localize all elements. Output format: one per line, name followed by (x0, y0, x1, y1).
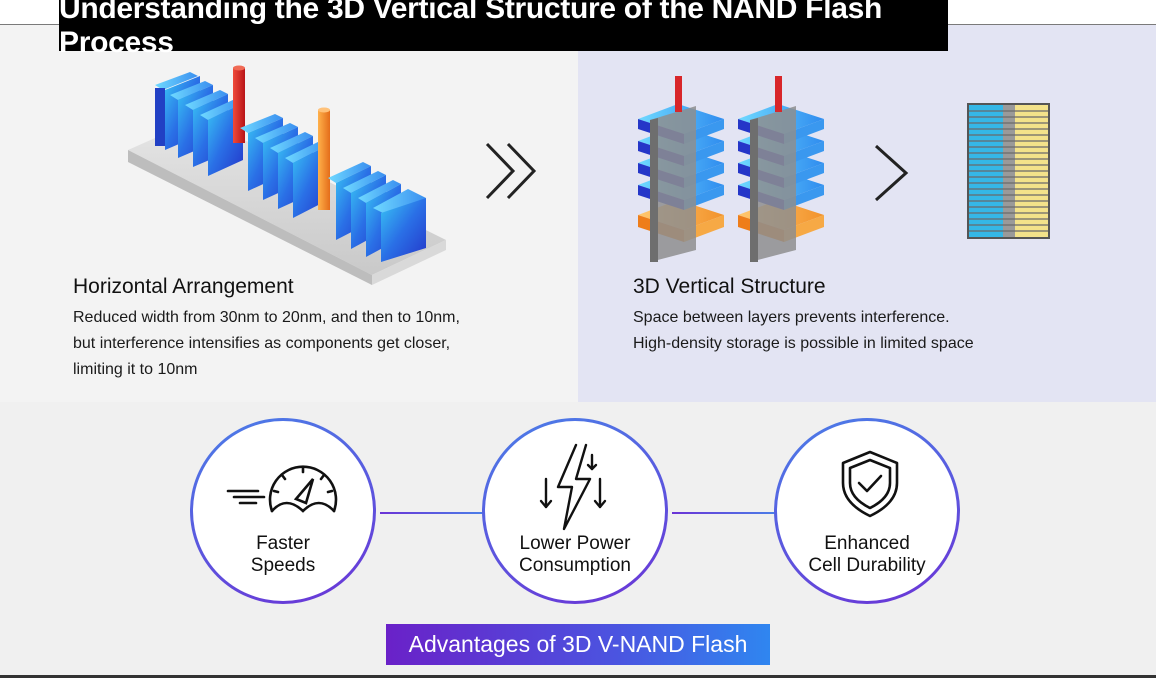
lightning-icon (539, 443, 607, 531)
vertical-description: Space between layers prevents interferen… (633, 305, 974, 357)
horizontal-line-1: Reduced width from 30nm to 20nm, and the… (73, 309, 460, 326)
advantage-label-3: Enhanced Cell Durability (808, 533, 926, 576)
chevron-right-icon (874, 144, 909, 202)
advantages-banner: Advantages of 3D V-NAND Flash (386, 624, 770, 665)
horizontal-line-2: but interference intensifies as componen… (73, 335, 451, 352)
connector-line-1 (380, 512, 484, 514)
cross-section-diagram (967, 103, 1050, 239)
advantage-durability: Enhanced Cell Durability (774, 418, 960, 604)
connector-line-2 (672, 512, 776, 514)
vertical-line-1: Space between layers prevents interferen… (633, 309, 950, 326)
horizontal-line-3: limiting it to 10nm (73, 361, 198, 378)
advantage-label-2: Lower Power Consumption (519, 533, 631, 576)
vertical-line-2: High-density storage is possible in limi… (633, 335, 974, 352)
horizontal-description: Reduced width from 30nm to 20nm, and the… (73, 305, 460, 383)
vertical-heading: 3D Vertical Structure (633, 275, 826, 298)
advantage-lower-power: Lower Power Consumption (482, 418, 668, 604)
speedometer-icon (226, 465, 338, 513)
shield-check-icon (841, 450, 899, 518)
double-chevron-icon (485, 142, 537, 200)
horizontal-heading: Horizontal Arrangement (73, 275, 294, 298)
vertical-structure-illustration (638, 76, 1050, 262)
advantage-label-1: Faster Speeds (250, 533, 316, 576)
advantage-faster-speeds: Faster Speeds (190, 418, 376, 604)
page-title: Understanding the 3D Vertical Structure … (59, 0, 948, 59)
bottom-divider (0, 675, 1156, 678)
horizontal-arrangement-illustration (128, 65, 537, 285)
